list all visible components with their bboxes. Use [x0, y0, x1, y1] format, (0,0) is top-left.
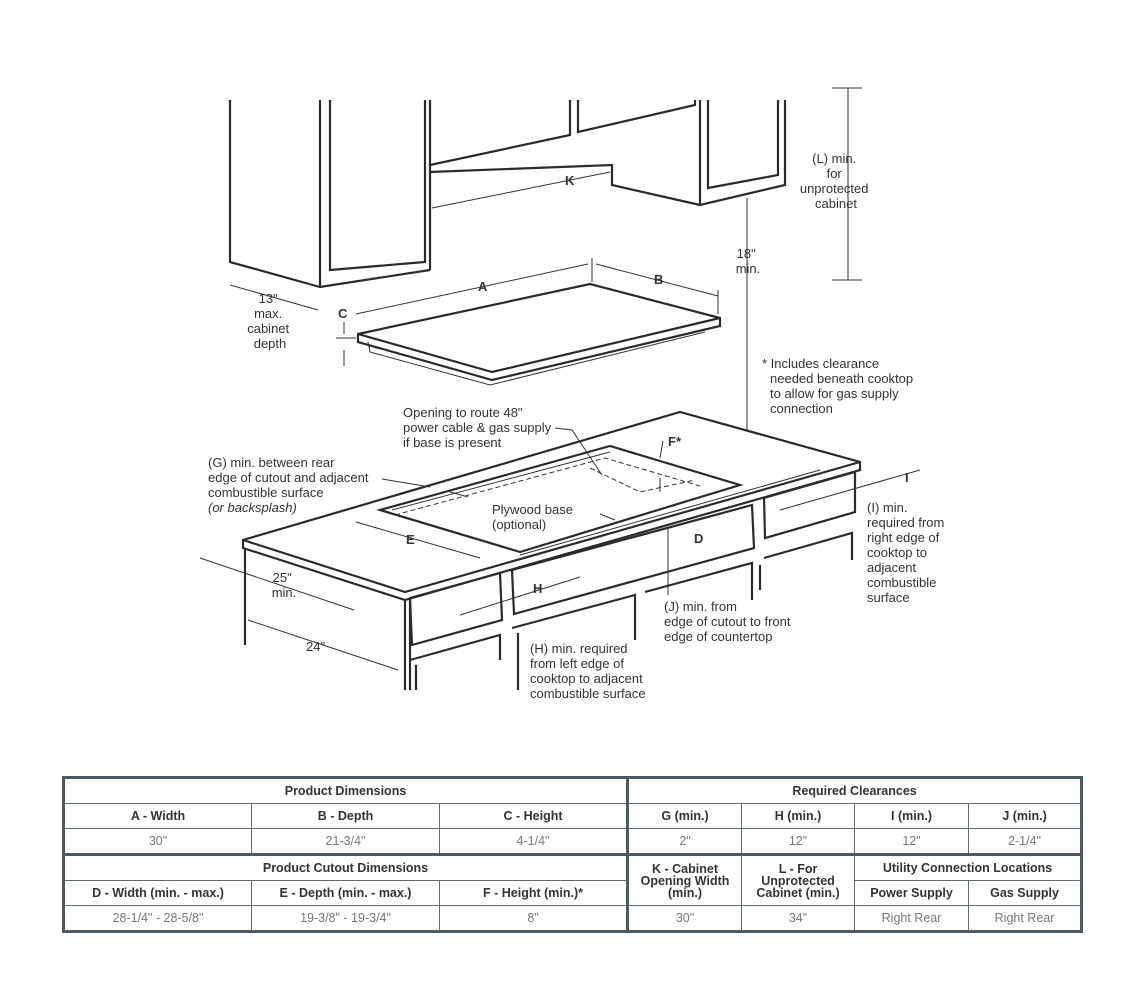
table-cell: 2-1/4": [968, 828, 1083, 855]
label-24: 24": [306, 639, 325, 654]
note-clearance: * Includes clearance needed beneath cook…: [762, 356, 917, 416]
table-cell: 34": [741, 905, 856, 932]
specifications-table: Product Dimensions Required Clearances A…: [62, 776, 1084, 933]
product-dimensions-header: Product Dimensions: [62, 777, 629, 804]
col-header: Power Supply: [854, 880, 970, 906]
col-header: A - Width: [63, 803, 252, 829]
label-25-min: 25" min.: [272, 570, 297, 600]
cutout-dimensions-header: Product Cutout Dimensions: [62, 853, 629, 881]
label-j: (J) min. from edge of cutout to front ed…: [664, 599, 794, 644]
label-c: C: [338, 306, 348, 321]
table-cell: 30": [63, 828, 252, 855]
col-header: E - Depth (min. - max.): [251, 880, 440, 906]
note-opening: Opening to route 48" power cable & gas s…: [403, 405, 555, 450]
table-row: A - Width B - Depth C - Height G (min.) …: [63, 803, 1083, 829]
label-a: A: [478, 279, 488, 294]
table-row: D - Width (min. - max.) E - Depth (min. …: [63, 880, 1083, 906]
label-b: B: [654, 272, 663, 287]
table-cell: 2": [626, 828, 743, 855]
col-header: F - Height (min.)*: [438, 880, 629, 906]
table-row: 30" 21-3/4" 4-1/4" 2" 12" 12" 2-1/4": [63, 828, 1083, 855]
label-h-note: (H) min. required from left edge of cook…: [530, 641, 646, 701]
col-header: H (min.): [741, 803, 856, 829]
label-k: K: [565, 173, 575, 188]
utility-header: Utility Connection Locations: [854, 853, 1083, 881]
k-header: K - Cabinet Opening Width (min.): [626, 853, 743, 906]
table-cell: 19-3/8" - 19-3/4": [251, 905, 440, 932]
table-cell: Right Rear: [854, 905, 970, 932]
table-cell: 30": [626, 905, 743, 932]
table-cell: 4-1/4": [438, 828, 629, 855]
upper-cabinets: [228, 100, 787, 289]
table-cell: 8": [438, 905, 629, 932]
col-header: C - Height: [438, 803, 629, 829]
label-18-min: 18" min.: [736, 246, 761, 276]
label-d: D: [694, 531, 703, 546]
label-plywood: Plywood base (optional): [492, 502, 577, 532]
required-clearances-header: Required Clearances: [626, 777, 1083, 804]
cooktop: [356, 282, 722, 386]
table-cell: Right Rear: [968, 905, 1083, 932]
table-cell: 12": [741, 828, 856, 855]
col-header: D - Width (min. - max.): [63, 880, 252, 906]
table-row: 28-1/4" - 28-5/8" 19-3/8" - 19-3/4" 8" 3…: [63, 905, 1083, 932]
label-f: F*: [668, 434, 682, 449]
label-l: (L) min. for unprotected cabinet: [800, 151, 872, 211]
cooktop-installation-diagram: K (L) min. for unprotected cabinet 18" m…: [199, 87, 948, 701]
col-header: Gas Supply: [968, 880, 1083, 906]
label-h: H: [533, 581, 542, 596]
table-cell: 28-1/4" - 28-5/8": [63, 905, 252, 932]
label-13-max: 13" max. cabinet depth: [247, 291, 293, 351]
label-i-note: (I) min. required from right edge of coo…: [867, 500, 948, 605]
col-header: B - Depth: [251, 803, 440, 829]
l-header: L - For Unprotected Cabinet (min.): [741, 853, 856, 906]
label-e: E: [406, 532, 415, 547]
col-header: G (min.): [626, 803, 743, 829]
table-cell: 12": [854, 828, 970, 855]
col-header: I (min.): [854, 803, 970, 829]
table-row: Product Cutout Dimensions K - Cabinet Op…: [62, 853, 1083, 906]
label-i: I: [905, 470, 909, 485]
table-cell: 21-3/4": [251, 828, 440, 855]
col-header: J (min.): [968, 803, 1083, 829]
label-g: (G) min. between rear edge of cutout and…: [208, 455, 372, 515]
table-row: Product Dimensions Required Clearances: [62, 777, 1083, 804]
